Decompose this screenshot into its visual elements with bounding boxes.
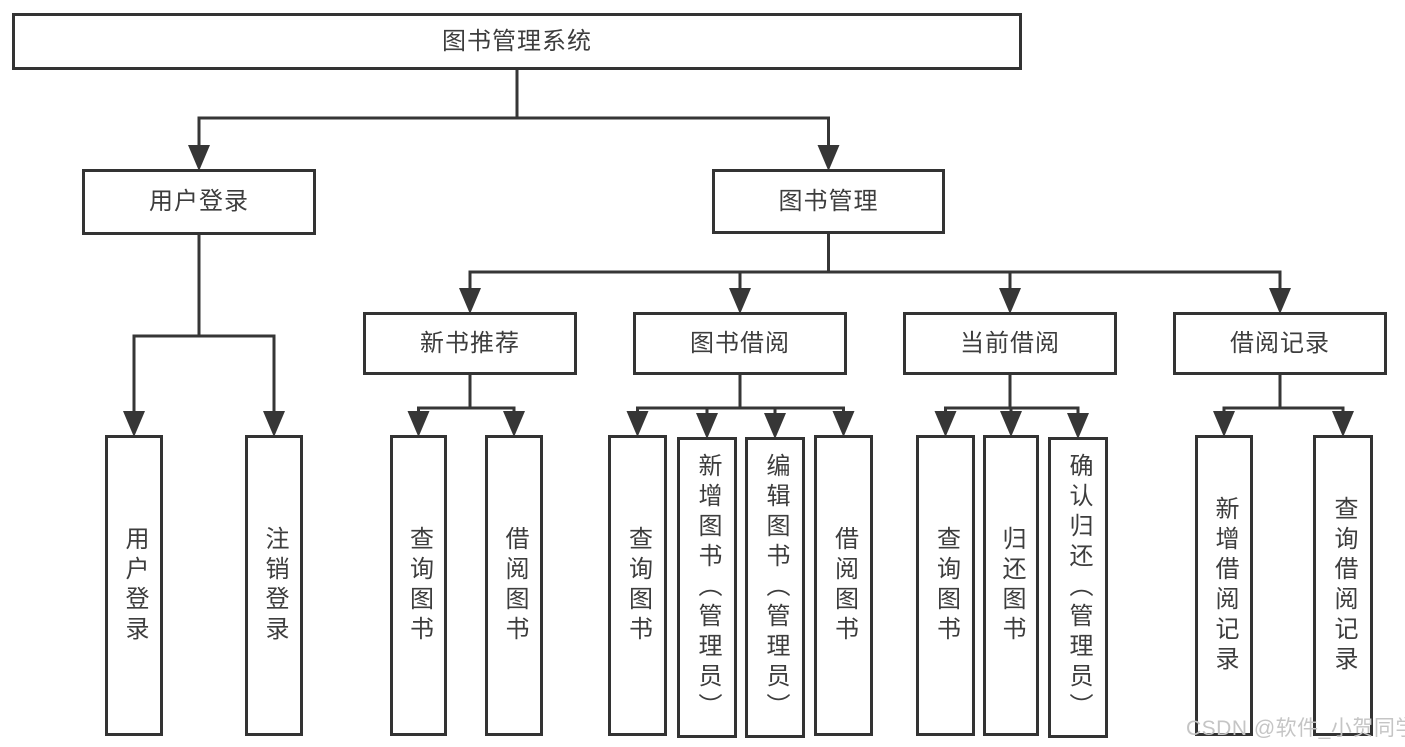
node-label-bb-query-book: 查询图书 (624, 525, 652, 646)
arrowhead-rec-borrow-book (503, 411, 525, 437)
arrowhead-logout (263, 411, 285, 437)
node-cb-confirm-return: 确认归还（管理员） (1048, 437, 1108, 738)
node-label-bb-add-book: 新增图书（管理员） (694, 452, 721, 723)
node-current-borrow: 当前借阅 (903, 312, 1117, 375)
node-root: 图书管理系统 (12, 13, 1022, 70)
arrowhead-cb-query-book (934, 411, 957, 437)
node-label-logout: 注销登录 (261, 525, 288, 646)
node-label-book-mgmt: 图书管理 (778, 187, 879, 215)
watermark: CSDN @软件_小贺同学 (1186, 717, 1405, 740)
node-rec-query-book: 查询图书 (390, 435, 447, 736)
arrowhead-br-query-record (1332, 411, 1354, 437)
node-cb-return-book: 归还图书 (983, 435, 1039, 736)
node-label-br-add-record: 新增借阅记录 (1211, 495, 1238, 676)
node-label-login: 用户登录 (121, 525, 148, 646)
node-bb-add-book: 新增图书（管理员） (677, 437, 737, 738)
arrowhead-br-add-record (1213, 411, 1235, 437)
node-bb-edit-book: 编辑图书（管理员） (745, 437, 805, 738)
node-label-rec-query-book: 查询图书 (405, 525, 433, 646)
arrowhead-new-book-rec (459, 288, 481, 314)
arrowhead-book-mgmt (817, 145, 840, 171)
arrowhead-rec-query-book (407, 411, 430, 437)
arrowhead-bb-borrow-book (832, 411, 855, 437)
node-label-new-book-rec: 新书推荐 (420, 329, 520, 357)
node-br-query-record: 查询借阅记录 (1313, 435, 1373, 736)
node-label-bb-borrow-book: 借阅图书 (830, 525, 858, 646)
node-label-root: 图书管理系统 (442, 27, 592, 55)
arrowhead-bb-edit-book (764, 413, 786, 439)
node-br-add-record: 新增借阅记录 (1195, 435, 1253, 736)
arrowhead-login (123, 411, 145, 437)
node-label-br-query-record: 查询借阅记录 (1330, 495, 1357, 676)
arrowhead-cb-return-book (1000, 411, 1022, 437)
node-rec-borrow-book: 借阅图书 (485, 435, 543, 736)
node-bb-query-book: 查询图书 (608, 435, 667, 736)
node-book-mgmt: 图书管理 (712, 169, 945, 234)
arrowhead-book-borrow (729, 288, 751, 314)
node-logout: 注销登录 (245, 435, 303, 736)
arrowhead-user-login (188, 145, 210, 171)
node-login: 用户登录 (105, 435, 163, 736)
arrowhead-borrow-records (1269, 288, 1291, 314)
node-borrow-records: 借阅记录 (1173, 312, 1387, 375)
arrowhead-current-borrow (999, 288, 1021, 314)
node-user-login: 用户登录 (82, 169, 316, 235)
arrowhead-bb-query-book (626, 411, 649, 437)
node-bb-borrow-book: 借阅图书 (814, 435, 873, 736)
node-label-cb-confirm-return: 确认归还（管理员） (1065, 452, 1092, 723)
node-label-cb-return-book: 归还图书 (998, 525, 1025, 646)
node-label-rec-borrow-book: 借阅图书 (501, 525, 528, 646)
node-label-cb-query-book: 查询图书 (932, 525, 960, 646)
arrowhead-bb-add-book (696, 413, 718, 439)
node-label-current-borrow: 当前借阅 (960, 329, 1060, 357)
arrowhead-cb-confirm-return (1067, 413, 1089, 439)
node-label-book-borrow: 图书借阅 (690, 329, 790, 357)
node-label-user-login: 用户登录 (149, 188, 249, 215)
node-cb-query-book: 查询图书 (916, 435, 975, 736)
node-label-bb-edit-book: 编辑图书（管理员） (762, 452, 789, 723)
node-book-borrow: 图书借阅 (633, 312, 847, 375)
node-label-borrow-records: 借阅记录 (1230, 329, 1330, 357)
node-new-book-rec: 新书推荐 (363, 312, 577, 375)
